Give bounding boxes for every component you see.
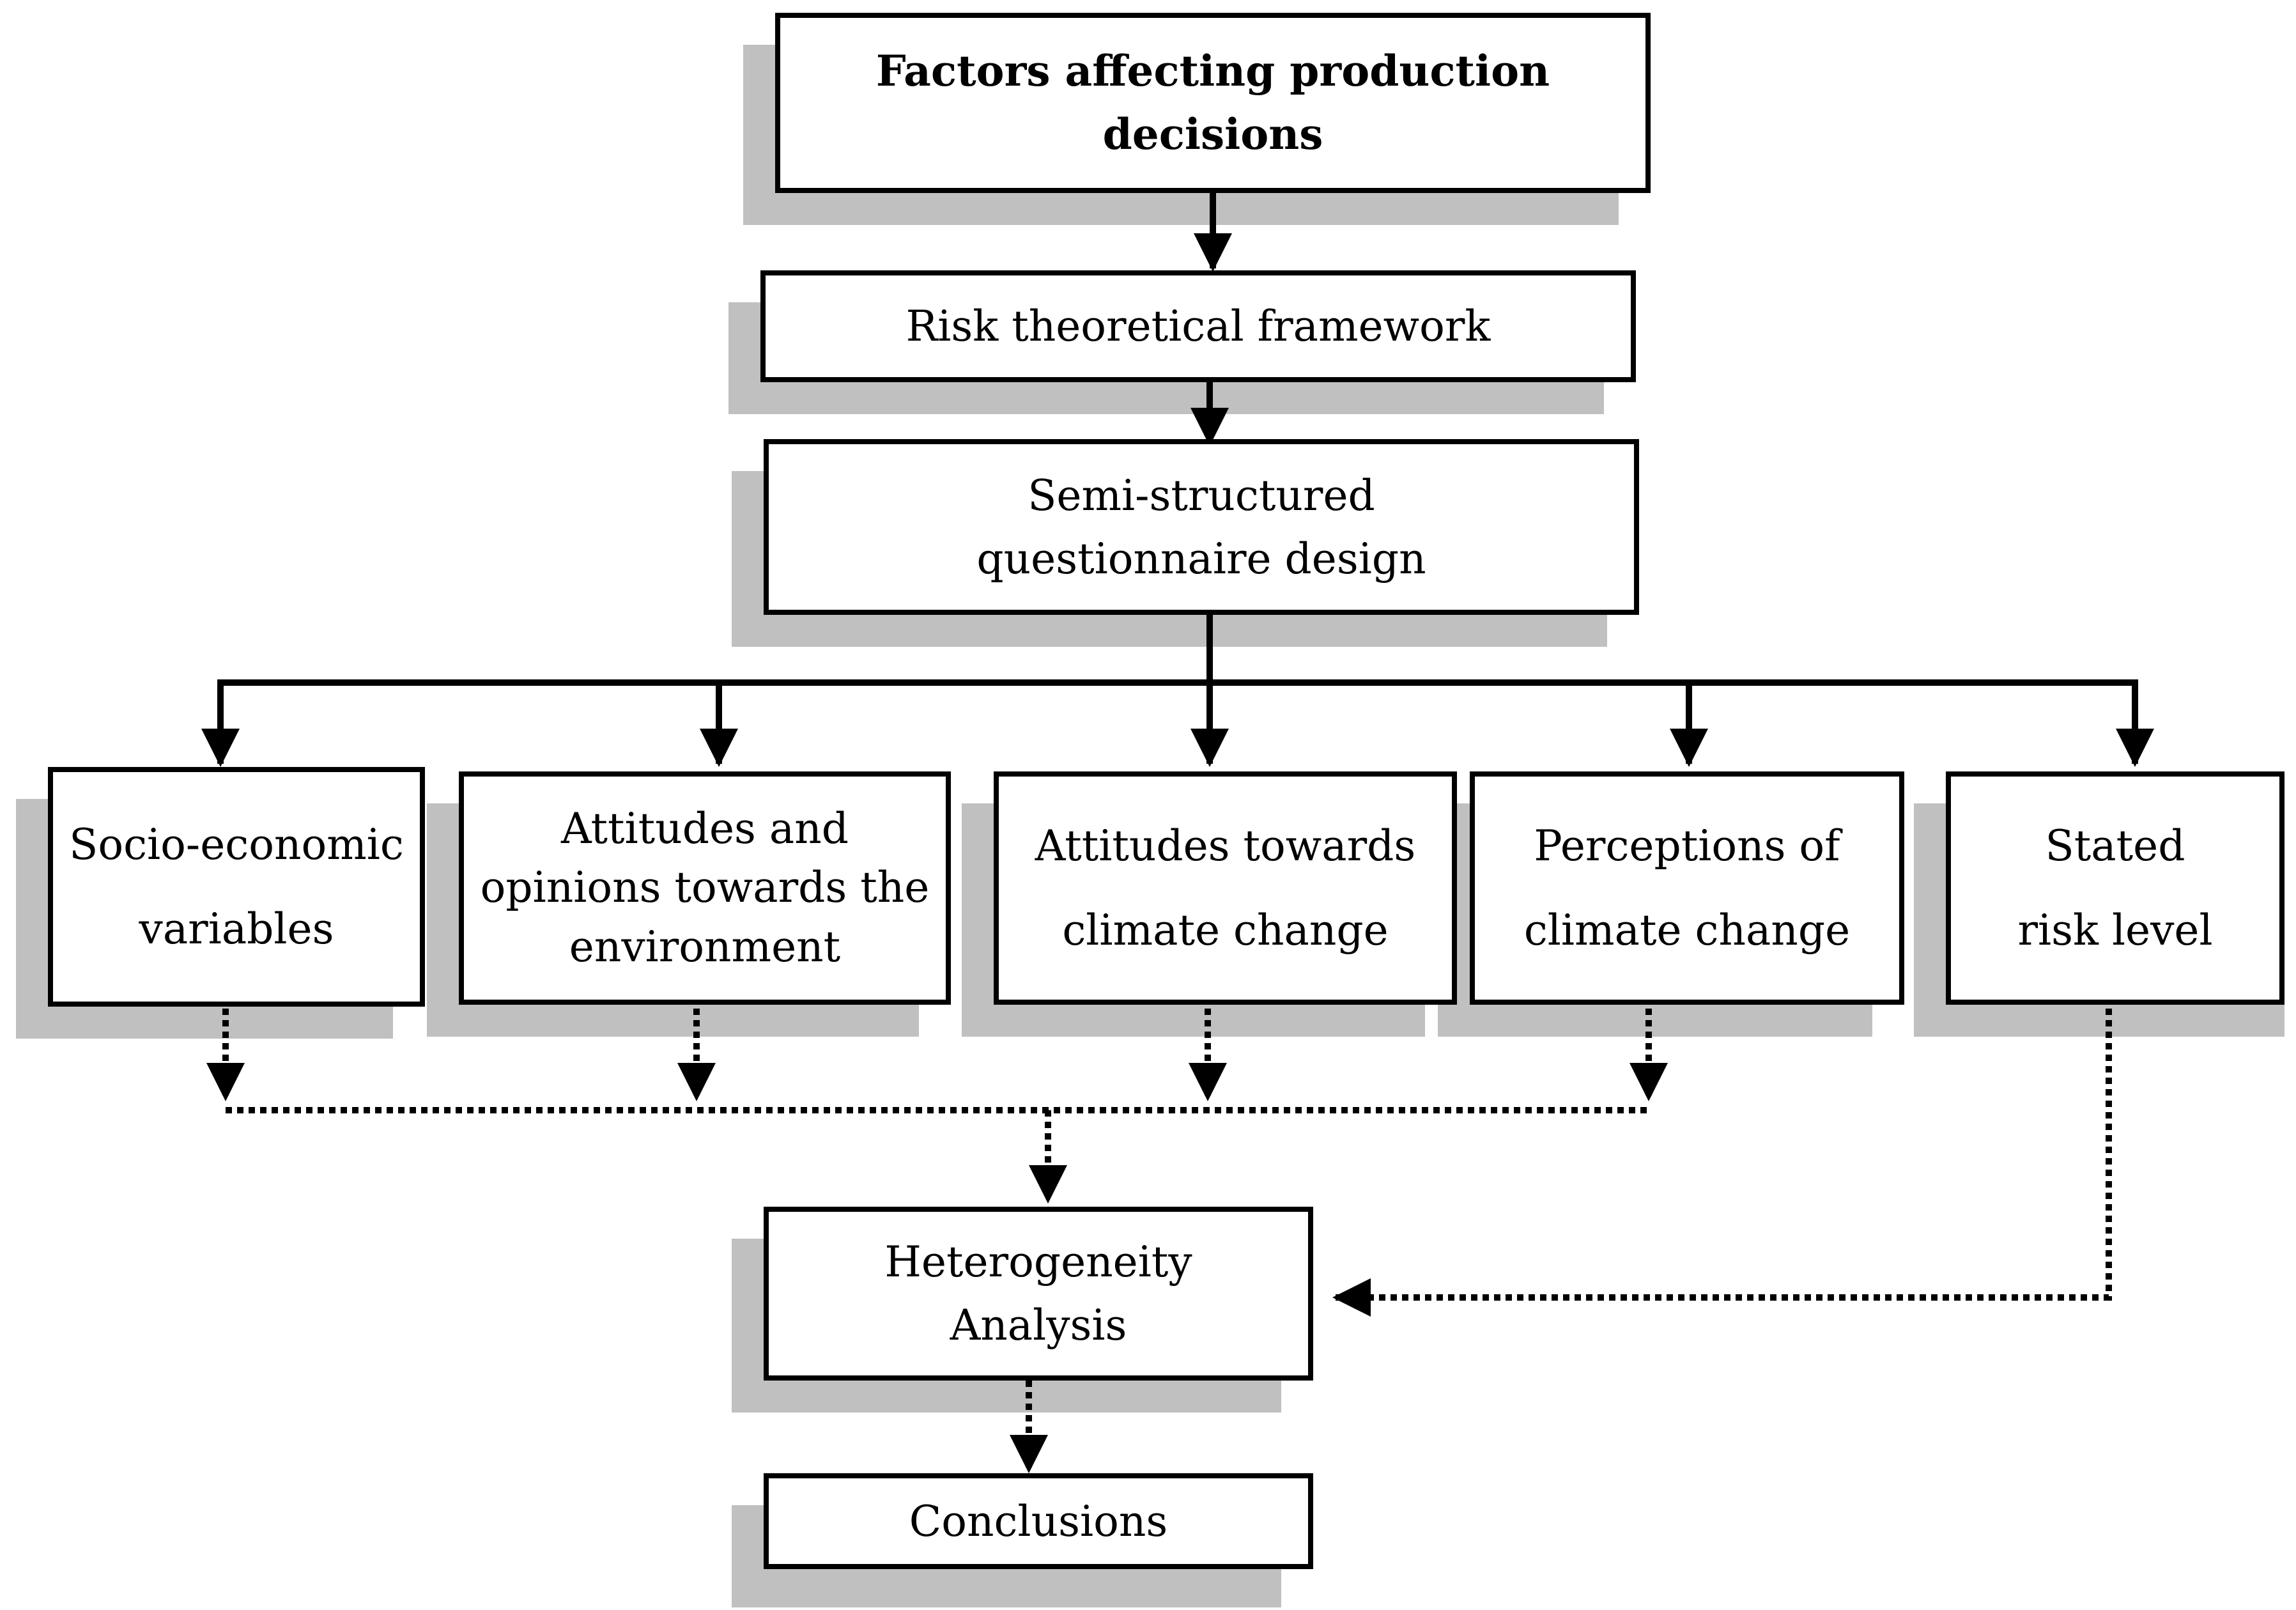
node-risk-framework-label: Risk theoretical framework [905, 302, 1491, 351]
node-attitudes-climate: Attitudes towards climate change [994, 771, 1457, 1005]
node-questionnaire-label: Semi-structured questionnaire design [976, 470, 1426, 584]
node-conclusions-label: Conclusions [909, 1496, 1168, 1546]
node-heterogeneity-label: Heterogeneity Analysis [884, 1237, 1192, 1350]
node-attitudes-climate-label: Attitudes towards climate change [1035, 821, 1416, 955]
node-stated-risk-label: Stated risk level [2017, 821, 2213, 955]
node-risk-framework: Risk theoretical framework [760, 270, 1636, 382]
node-socio-economic: Socio-economic variables [48, 767, 425, 1007]
branch-bar [217, 679, 2138, 700]
node-questionnaire: Semi-structured questionnaire design [764, 439, 1639, 615]
dotted-from-stated-risk [1332, 1009, 2112, 1317]
node-attitudes-environment: Attitudes and opinions towards the envir… [459, 771, 951, 1005]
node-perceptions-climate: Perceptions of climate change [1470, 771, 1904, 1005]
node-factors: Factors affecting production decisions [775, 13, 1651, 193]
node-factors-label: Factors affecting production decisions [875, 46, 1550, 159]
node-stated-risk: Stated risk level [1946, 771, 2284, 1005]
node-conclusions: Conclusions [764, 1473, 1313, 1569]
node-perceptions-climate-label: Perceptions of climate change [1523, 821, 1851, 955]
node-heterogeneity: Heterogeneity Analysis [764, 1207, 1313, 1381]
node-attitudes-environment-label: Attitudes and opinions towards the envir… [480, 803, 930, 971]
node-socio-economic-label: Socio-economic variables [69, 819, 404, 954]
